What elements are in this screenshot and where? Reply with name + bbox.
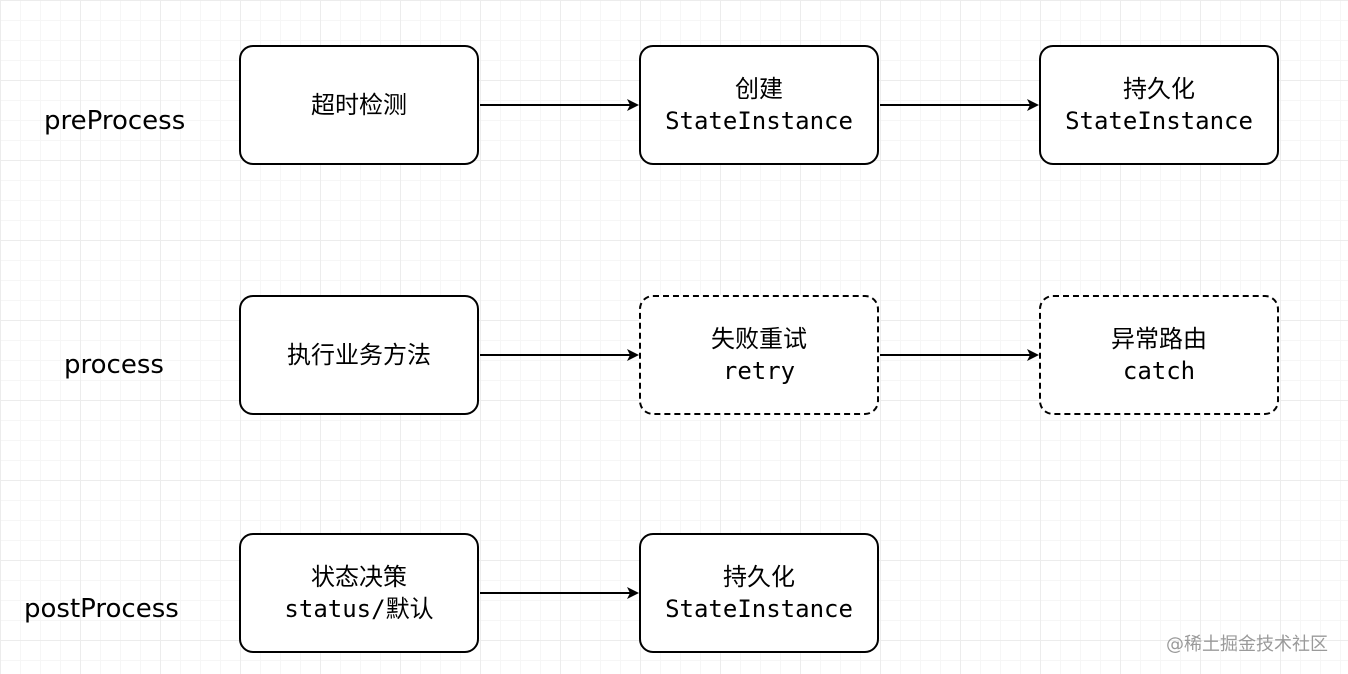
node-line: status/默认 <box>284 595 434 623</box>
node-line: StateInstance <box>665 595 853 623</box>
node-timeout-check: 超时检测 <box>239 45 479 165</box>
node-line: 超时检测 <box>311 91 407 119</box>
watermark: @稀土掘金技术社区 <box>1166 634 1328 655</box>
node-line: 持久化 <box>723 563 795 591</box>
row-label-process: process <box>64 350 164 380</box>
node-line: 持久化 <box>1123 75 1195 103</box>
node-persist-stateinstance: 持久化 StateInstance <box>1039 45 1279 165</box>
node-retry: 失败重试 retry <box>639 295 879 415</box>
node-catch: 异常路由 catch <box>1039 295 1279 415</box>
row-label-postprocess: postProcess <box>24 594 179 624</box>
node-line: 异常路由 <box>1111 325 1207 353</box>
node-line: catch <box>1122 357 1196 385</box>
node-line: StateInstance <box>1065 107 1253 135</box>
node-execute-business-method: 执行业务方法 <box>239 295 479 415</box>
node-line: 状态决策 <box>311 563 407 591</box>
node-line: StateInstance <box>665 107 853 135</box>
node-status-decision: 状态决策 status/默认 <box>239 533 479 653</box>
node-line: 执行业务方法 <box>287 341 431 369</box>
node-line: 创建 <box>735 75 783 103</box>
node-line: 失败重试 <box>711 325 807 353</box>
node-persist-stateinstance-post: 持久化 StateInstance <box>639 533 879 653</box>
row-label-preprocess: preProcess <box>44 106 186 136</box>
node-create-stateinstance: 创建 StateInstance <box>639 45 879 165</box>
node-line: retry <box>722 357 796 385</box>
